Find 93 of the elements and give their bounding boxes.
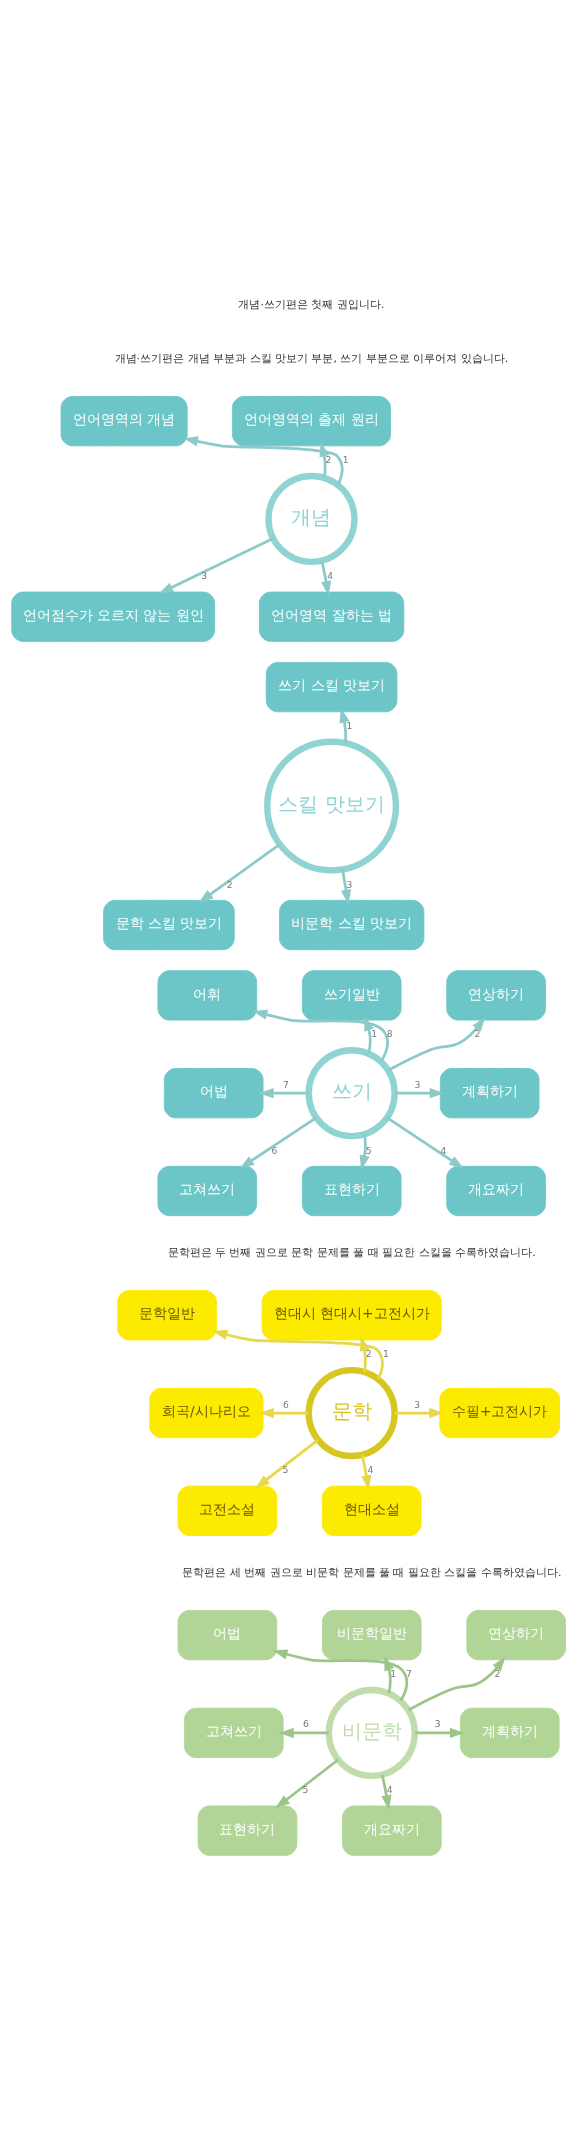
arrow	[183, 435, 344, 485]
node-box: 문학 스킬 맛보기	[103, 899, 235, 950]
node-box: 쓰기일반	[301, 969, 402, 1021]
edge-label: 4	[386, 1784, 393, 1795]
node-box: 어법	[163, 1067, 264, 1118]
node-box: 언어영역의 출제 원리	[231, 395, 391, 446]
edge-label: 4	[327, 570, 334, 581]
node-box: 계획하기	[439, 1067, 540, 1118]
node-box: 언어영역의 개념	[60, 395, 188, 446]
arrow	[387, 1016, 486, 1071]
node-box: 비문학일반	[322, 1609, 422, 1660]
edge-label: 2	[365, 1348, 372, 1359]
edge-label: 6	[271, 1145, 278, 1156]
arrow	[319, 441, 330, 478]
label: 문학편은 두 번째 권으로 문학 문제를 풀 때 필요한 스킬을 수록하였습니다.	[167, 1245, 536, 1259]
node-box: 연상하기	[466, 1609, 566, 1660]
node-circle: 문학	[305, 1366, 398, 1459]
node-box: 개요짜기	[342, 1805, 442, 1856]
arrow	[364, 1015, 374, 1054]
arrow	[359, 1133, 370, 1170]
node-box: 연상하기	[446, 969, 546, 1021]
node-box: 언어영역 잘하는 법	[258, 591, 405, 642]
edge-label: 1	[390, 1668, 397, 1679]
edge-label: 6	[282, 1399, 289, 1410]
node-box: 현대시 현대시+고전시가	[261, 1289, 442, 1340]
edge-label: 4	[440, 1145, 447, 1156]
edge-label: 3	[434, 1718, 441, 1729]
arrow	[259, 1407, 309, 1418]
arrow	[380, 1773, 392, 1810]
edge-label: 6	[303, 1718, 309, 1729]
edge-label: 3	[346, 879, 353, 890]
edge-label: 4	[367, 1464, 374, 1475]
label: 개념·쓰기편은 개념 부분과 스킬 맛보기 부분, 쓰기 부분으로 이루어져 있습니다.	[114, 351, 509, 365]
node-box: 계획하기	[459, 1707, 560, 1758]
arrow	[415, 1727, 465, 1738]
edge-label: 2	[474, 1028, 481, 1039]
label: 개념·쓰기편은 첫째 권입니다.	[238, 297, 385, 311]
arrow	[252, 1009, 389, 1062]
node-box: 표현하기	[197, 1805, 298, 1856]
arrow	[340, 868, 352, 904]
arrow	[275, 1758, 339, 1808]
arrow	[239, 1116, 317, 1169]
node-circle: 개념	[265, 472, 358, 565]
arrow	[158, 536, 274, 594]
edge-label: 5	[302, 1784, 309, 1795]
node-circle: 쓰기	[305, 1046, 398, 1139]
arrow	[339, 707, 350, 743]
arrow	[394, 1087, 445, 1098]
arrow	[407, 1656, 506, 1711]
edge-label: 1	[342, 454, 349, 465]
arrow	[258, 1087, 309, 1098]
node-box: 수필+고전시가	[439, 1387, 561, 1438]
node-box: 희곡/시나리오	[149, 1387, 264, 1438]
arrow	[255, 1438, 319, 1488]
edge-label: 2	[226, 879, 233, 890]
node-circle: 비문학	[325, 1686, 418, 1779]
node-box: 어법	[177, 1609, 278, 1660]
edge-label: 8	[386, 1028, 393, 1039]
node-box: 비문학 스킬 맛보기	[279, 899, 425, 950]
edge-label: 1	[346, 720, 353, 731]
edge-label: 2	[494, 1668, 501, 1679]
arrow	[320, 559, 332, 596]
node-box: 현대소설	[322, 1485, 422, 1536]
arrow	[212, 1329, 384, 1380]
node-box: 개요짜기	[446, 1165, 546, 1216]
edge-label: 1	[371, 1028, 377, 1039]
edge-label: 3	[201, 570, 207, 581]
arrow	[386, 1116, 464, 1169]
edge-label: 7	[282, 1079, 289, 1090]
node-box: 고쳐쓰기	[184, 1707, 284, 1758]
node-box: 고쳐쓰기	[157, 1165, 258, 1216]
node-circle: 스킬 맛보기	[264, 738, 400, 874]
arrow	[360, 1454, 372, 1490]
label: 문학편은 세 번째 권으로 비문학 문제를 풀 때 필요한 스킬을 수록하였습니다.	[182, 1565, 562, 1579]
edge-label: 7	[405, 1668, 412, 1679]
edge-label: 3	[414, 1399, 421, 1410]
node-box: 어휘	[157, 969, 258, 1021]
node-box: 쓰기 스킬 맛보기	[265, 661, 398, 712]
arrow	[272, 1648, 409, 1701]
node-box: 표현하기	[301, 1165, 402, 1216]
edge-label: 5	[365, 1145, 372, 1156]
arrow	[394, 1407, 444, 1418]
edge-label: 5	[282, 1464, 289, 1475]
node-box: 고전소설	[177, 1485, 278, 1536]
node-box: 언어점수가 오르지 않는 원인	[11, 591, 216, 642]
arrow	[198, 842, 281, 903]
arrow	[384, 1655, 395, 1694]
arrow	[359, 1335, 370, 1372]
node-box: 문학일반	[117, 1289, 217, 1340]
arrow	[279, 1727, 329, 1738]
edge-label: 3	[414, 1079, 421, 1090]
edge-label: 2	[325, 454, 332, 465]
edge-label: 1	[383, 1348, 389, 1359]
